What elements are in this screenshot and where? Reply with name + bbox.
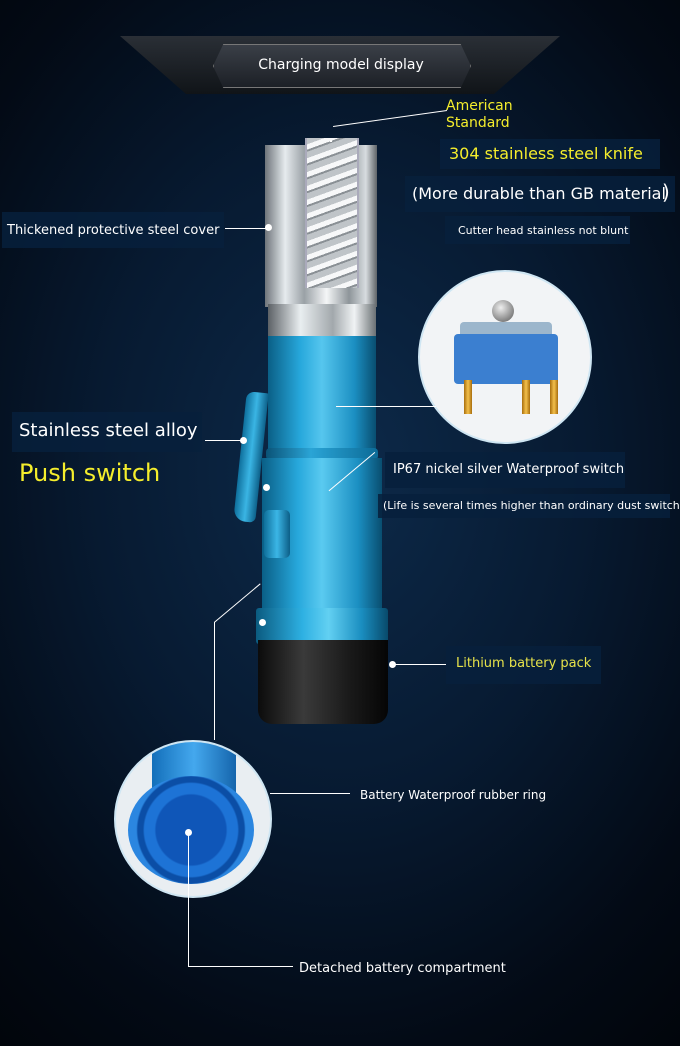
- life-label-box: [378, 494, 670, 518]
- ip67-label-box: [385, 452, 625, 488]
- leader-dot: [240, 437, 247, 444]
- switch-inset: [418, 270, 592, 444]
- leader-line-rubber-ring: [270, 793, 350, 794]
- lithium-label-box: [446, 646, 601, 684]
- leader-line-lithium: [393, 664, 446, 665]
- lithium-label: Lithium battery pack: [456, 656, 592, 671]
- battery-flange: [256, 608, 388, 644]
- knife-label-box: [440, 139, 660, 169]
- leader-line-ring-diag: [214, 583, 261, 623]
- header-banner-plate: [213, 44, 471, 88]
- switch-pin: [464, 380, 472, 414]
- switch-button: [264, 510, 290, 558]
- knife-label: 304 stainless steel knife: [449, 144, 643, 163]
- leader-line-cover: [225, 228, 270, 229]
- knife-blade: [305, 138, 359, 288]
- battery-pack: [258, 640, 388, 724]
- durable-label: (More durable than GB material: [412, 184, 666, 203]
- leader-line-alloy: [205, 440, 243, 441]
- leader-dot: [330, 140, 332, 142]
- leader-dot: [265, 224, 272, 231]
- push-switch-label: Push switch: [19, 459, 161, 487]
- page-title: Charging model display: [258, 57, 424, 73]
- leader-dot: [263, 484, 270, 491]
- durable-paren: ): [662, 180, 670, 204]
- cover-label-box: [2, 212, 224, 248]
- durable-label-box: [405, 176, 675, 212]
- leader-line-compartment-vertical: [188, 832, 189, 966]
- ip67-label: IP67 nickel silver Waterproof switch: [393, 462, 625, 477]
- upper-body: [268, 336, 376, 456]
- leader-line-knife: [333, 109, 448, 127]
- life-label: (Life is several times higher than ordin…: [383, 499, 680, 512]
- rubber-ring-label: Battery Waterproof rubber ring: [360, 788, 547, 802]
- compartment-label: Detached battery compartment: [299, 961, 506, 976]
- battery-compartment-inset: [114, 740, 272, 898]
- switch-actuator: [492, 300, 514, 322]
- leader-dot: [389, 661, 396, 668]
- leader-line-switch-top: [336, 406, 436, 407]
- american-standard-label: American Standard: [446, 98, 513, 131]
- cutter-label-box: [445, 216, 630, 244]
- switch-pin: [550, 380, 558, 414]
- alloy-label: Stainless steel alloy: [19, 420, 198, 441]
- leader-dot: [259, 619, 266, 626]
- alloy-label-box: [12, 412, 202, 452]
- leader-line-compartment: [188, 966, 293, 967]
- cutter-label: Cutter head stainless not blunt: [458, 224, 629, 237]
- leader-line-ring-vertical: [214, 622, 215, 740]
- cover-label: Thickened protective steel cover: [7, 223, 220, 238]
- steel-collar: [268, 304, 376, 338]
- body-ring: [266, 448, 378, 460]
- switch-housing: [454, 334, 558, 384]
- switch-pin: [522, 380, 530, 414]
